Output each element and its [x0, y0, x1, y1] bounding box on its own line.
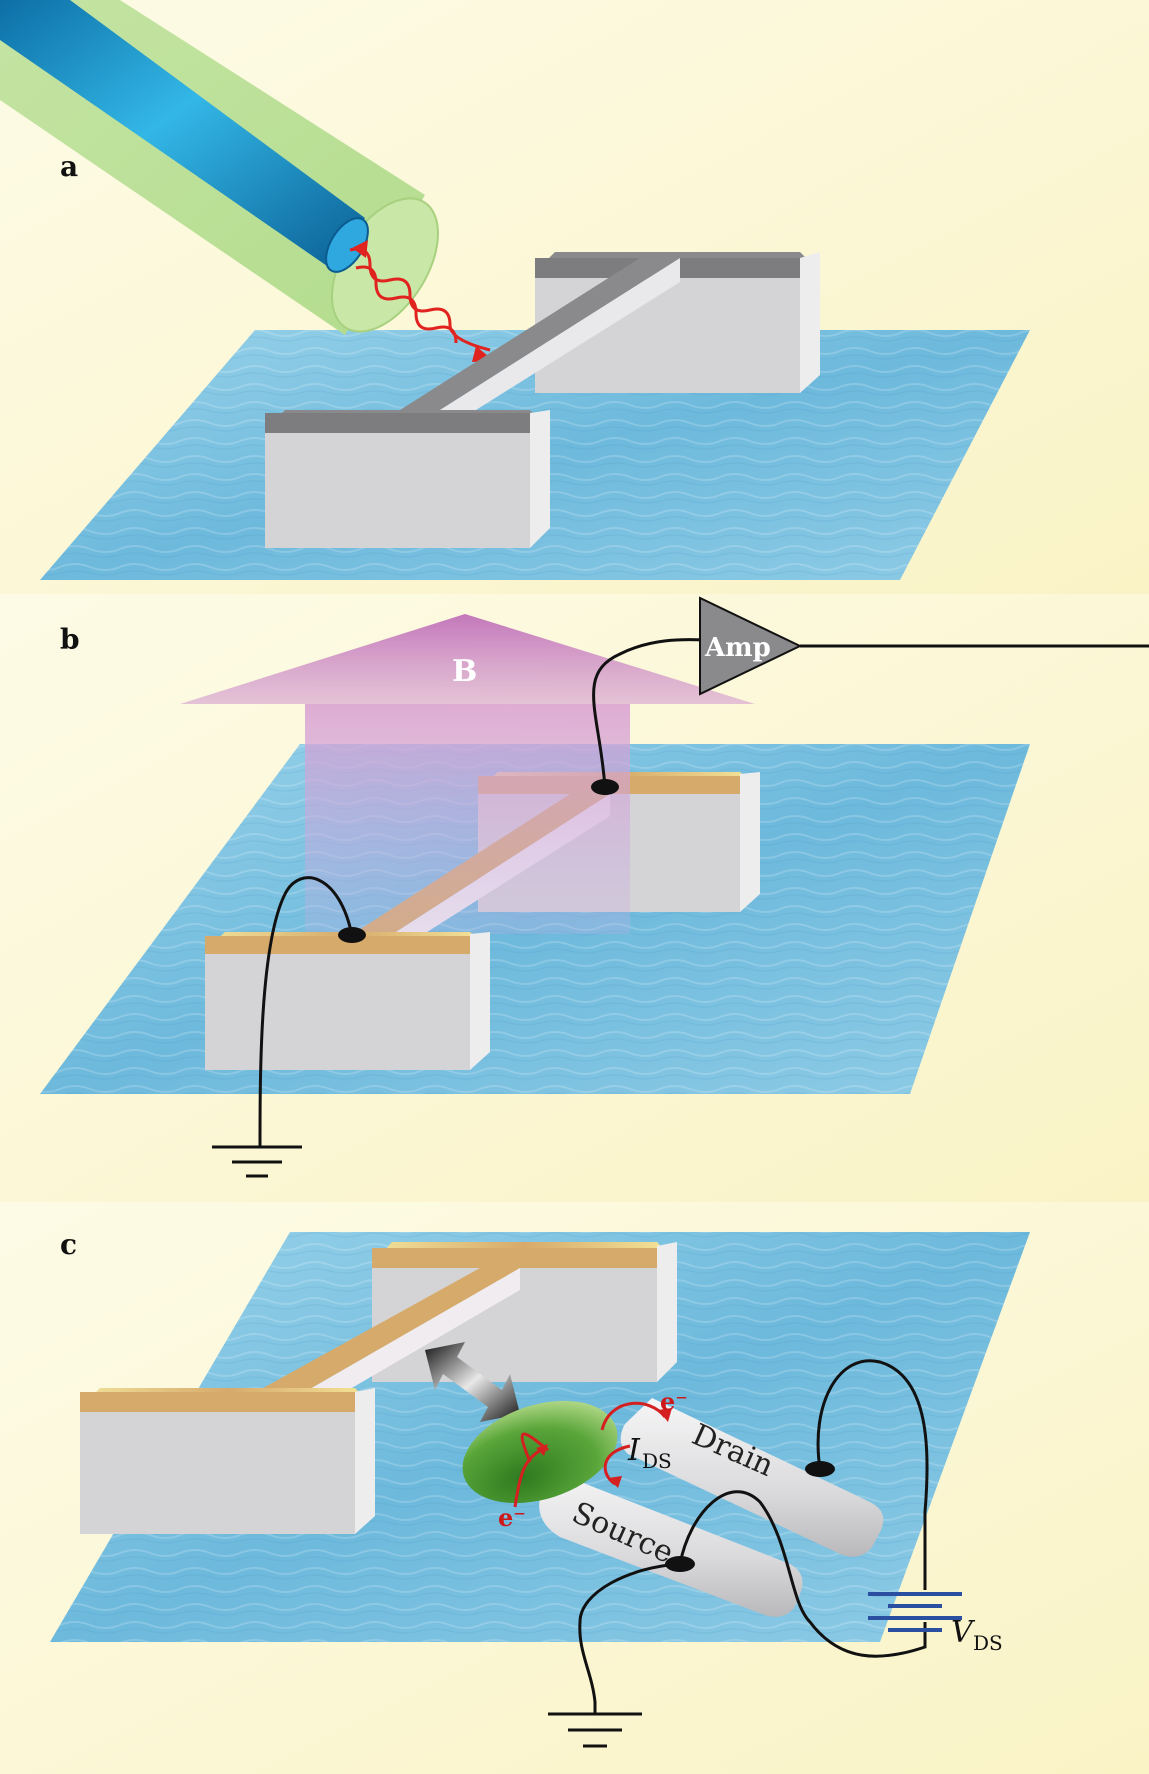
drain-lead [620, 1398, 884, 1557]
amp-wire [592, 638, 706, 789]
electron-arrowhead-2 [608, 1476, 622, 1488]
panel-a-diagram: a [0, 0, 1149, 594]
panel-b-label: b [60, 623, 80, 656]
panel-a-label: a [60, 150, 78, 183]
light-waves [349, 240, 494, 362]
source-lead [539, 1468, 803, 1617]
drain-wire [816, 1359, 929, 1590]
reflected-wave [355, 265, 458, 344]
panel-b-diagram: B Amp b [0, 594, 1149, 1202]
electron-label-source: e⁻ [498, 1503, 526, 1532]
ground-wire [578, 1562, 681, 1714]
panel-a: a [0, 0, 1149, 594]
incident-wave [349, 247, 491, 352]
circuit-wires [578, 1359, 929, 1714]
current-label: I DS [627, 1433, 672, 1473]
electron-arrow-sensor [520, 1432, 549, 1463]
panel-c: e⁻ e⁻ I DS Drain Source V DS c [0, 1202, 1149, 1774]
source-to-battery-wire [678, 1490, 927, 1658]
contact-dot-back [591, 779, 619, 795]
ground-symbol [548, 1712, 642, 1748]
panel-b: B Amp b [0, 594, 1149, 1202]
panel-c-label: c [60, 1228, 77, 1261]
wires [258, 638, 1149, 1148]
ground-symbol [212, 1145, 302, 1178]
contact-dot-front [338, 927, 366, 943]
voltage-subscript: DS [973, 1631, 1003, 1655]
magnetic-field-arrow [180, 614, 755, 934]
electron-arrowhead-1 [658, 1408, 672, 1422]
fiber-core [0, 0, 365, 268]
anchor-block-front [80, 1388, 375, 1534]
battery-symbol [868, 1592, 962, 1632]
cantilever-beam [220, 1268, 520, 1424]
drain-contact-dot [805, 1461, 835, 1477]
ground-wire [258, 876, 354, 1148]
cantilever-beam [400, 258, 680, 420]
amplifier-label: Amp [704, 633, 771, 663]
source-contact-dot [665, 1556, 695, 1572]
anchor-block-front [205, 932, 490, 1070]
current-subscript: DS [642, 1449, 672, 1473]
coupling-double-arrow [425, 1342, 520, 1422]
current-symbol: I [627, 1433, 641, 1468]
panel-c-diagram: e⁻ e⁻ I DS Drain Source V DS c [0, 1202, 1149, 1774]
voltage-label: V DS [951, 1615, 1003, 1655]
wave-arrowhead-up [352, 240, 368, 258]
anchor-block-front [265, 410, 550, 548]
voltage-symbol: V [951, 1615, 976, 1650]
electron-arrowhead-3 [536, 1444, 548, 1456]
electron-label-drain: e⁻ [660, 1387, 688, 1416]
magnetic-field-label: B [452, 654, 477, 689]
amplifier-symbol [699, 596, 803, 696]
